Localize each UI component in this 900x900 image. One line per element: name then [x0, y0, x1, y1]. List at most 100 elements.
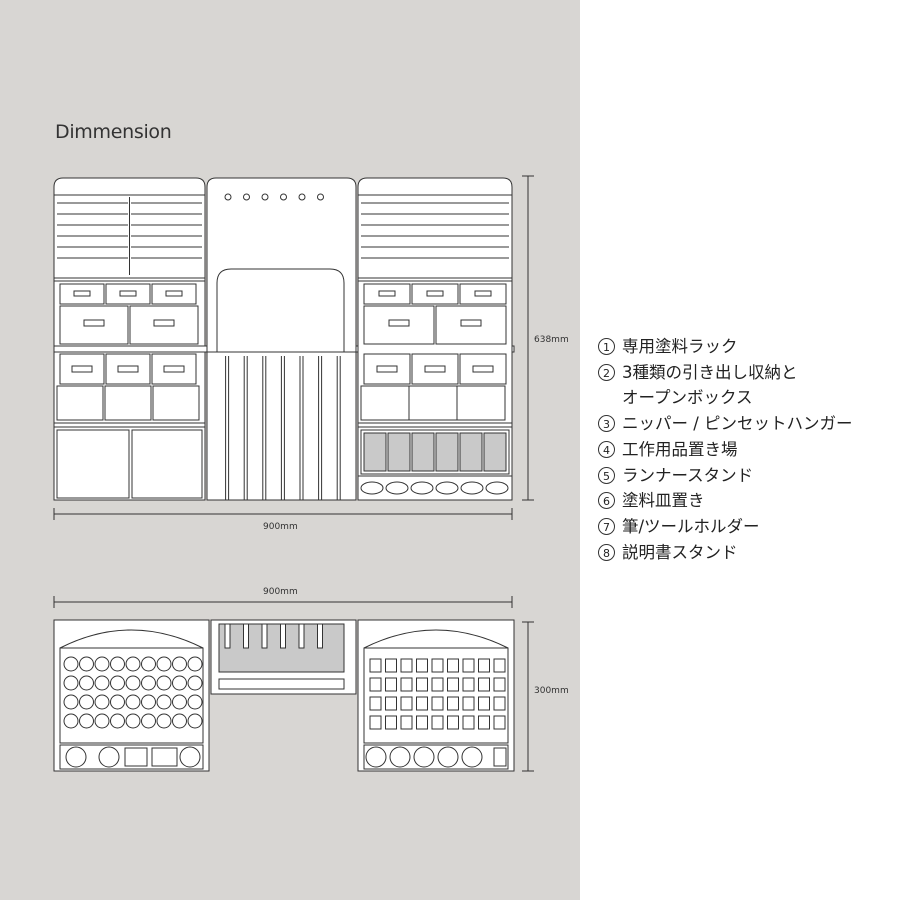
legend-item: 3 ニッパー / ピンセットハンガー [598, 411, 898, 437]
front-height-label: 638mm [534, 335, 569, 345]
bottle-rack-cell [483, 432, 507, 472]
open-box [104, 385, 152, 421]
paint-bottle-square [400, 677, 413, 692]
legend-number: 2 [598, 363, 615, 381]
paint-bottle-cap [187, 656, 203, 672]
paint-dish [360, 481, 384, 495]
drawer-handle [119, 290, 137, 297]
paint-bottle-cap [125, 694, 141, 710]
legend-text: 筆/ツールホルダー [622, 516, 760, 536]
paint-bottle-square [493, 658, 506, 673]
paint-bottle-cap [79, 656, 94, 672]
drawer-handle [165, 290, 183, 297]
legend-item: 6 塗料皿置き [598, 488, 898, 514]
paint-bottle-cap [63, 675, 79, 691]
top-left-arc [59, 629, 204, 649]
paint-bottle-cap [63, 656, 79, 672]
tool-hanger-peg [243, 193, 250, 201]
drawer-handle [73, 290, 91, 297]
tool-hanger-peg [261, 193, 269, 201]
paint-bottle-square [478, 696, 490, 711]
legend-number: 7 [598, 517, 615, 535]
paint-bottle-square [478, 658, 490, 673]
paint-bottle-square [385, 677, 397, 692]
tray-box [124, 747, 148, 767]
legend-number: 3 [598, 415, 615, 433]
paint-bottle-square [416, 696, 428, 711]
paint-bottle-square [431, 677, 444, 692]
legend-item: 4 工作用品置き場 [598, 437, 898, 463]
paint-bottle-cap [141, 694, 156, 710]
paint-bottle-cap [156, 694, 172, 710]
paint-bottle-cap [187, 675, 203, 691]
paint-bottle-square [385, 696, 397, 711]
drawer-handle [474, 290, 492, 297]
drawer-handle [153, 319, 175, 327]
paint-bottle-square [431, 696, 444, 711]
tool-slot [317, 623, 323, 649]
small-drawer [59, 353, 105, 385]
tool-hanger-peg [317, 193, 324, 201]
drawer-handle [424, 365, 446, 373]
bottle-rack-cell [435, 432, 459, 472]
manual-stand-frame [216, 268, 345, 352]
tray-cup [179, 746, 201, 768]
legend-text: 専用塗料ラック [622, 337, 738, 356]
paint-bottle-square [400, 696, 413, 711]
paint-bottle-square [447, 658, 459, 673]
drawer-handle [83, 319, 105, 327]
paint-bottle-cap [172, 656, 187, 672]
paint-bottle-cap [141, 656, 156, 672]
tool-hanger-peg [224, 193, 232, 201]
legend-text: 説明書スタンド [622, 542, 738, 562]
top-right-dish-tray [363, 744, 509, 770]
tray-box [151, 747, 178, 767]
paint-bottle-square [369, 696, 382, 711]
drawer-handle [71, 365, 93, 373]
paint-bottle-cap [110, 656, 125, 672]
top-depth-label: 300mm [534, 686, 569, 696]
paint-bottle-square [416, 677, 428, 692]
paint-bottle-square [369, 658, 382, 673]
open-box [360, 385, 410, 421]
feature-legend: 1 専用塗料ラック 2 3種類の引き出し収納とオープンボックス 3 ニッパー /… [598, 334, 898, 565]
paint-bottle-cap [63, 694, 79, 710]
paint-dish [461, 746, 483, 768]
legend-number: 1 [598, 338, 615, 355]
drawer-handle [378, 290, 396, 297]
paint-bottle-cap [125, 656, 141, 672]
paint-bottle-square [400, 658, 413, 673]
paint-bottle-square [493, 696, 506, 711]
paint-bottle-square [369, 715, 382, 730]
paint-dish [485, 481, 509, 495]
paint-bottle-cap [141, 713, 156, 729]
paint-dish [365, 746, 387, 768]
paint-bottle-cap [156, 713, 172, 729]
legend-text: 塗料皿置き [622, 491, 705, 511]
drawer-handle [117, 365, 139, 373]
diagram-title: Dimmension [55, 121, 172, 143]
paint-bottle-cap [110, 694, 125, 710]
paint-dish [410, 481, 434, 495]
drawer-handle [426, 290, 444, 297]
paint-bottle-square [493, 715, 506, 730]
paint-bottle-cap [156, 675, 172, 691]
paint-bottle-cap [110, 713, 125, 729]
paint-bottle-cap [125, 675, 141, 691]
paint-bottle-square [493, 677, 506, 692]
paint-bottle-cap [63, 713, 79, 729]
paint-bottle-square [478, 715, 490, 730]
legend-text: ランナースタンド [622, 465, 754, 485]
legend-number: 4 [598, 440, 615, 458]
paint-bottle-cap [79, 675, 94, 691]
paint-bottle-cap [172, 713, 187, 729]
paint-bottle-square [416, 658, 428, 673]
drawer-handle [388, 319, 410, 327]
paint-dish [413, 746, 435, 768]
paint-bottle-cap [94, 713, 110, 729]
open-box [152, 385, 200, 421]
legend-number: 5 [598, 466, 615, 484]
paint-dish [385, 481, 409, 495]
top-width-label: 900mm [263, 587, 298, 597]
paint-bottle-square [400, 715, 413, 730]
